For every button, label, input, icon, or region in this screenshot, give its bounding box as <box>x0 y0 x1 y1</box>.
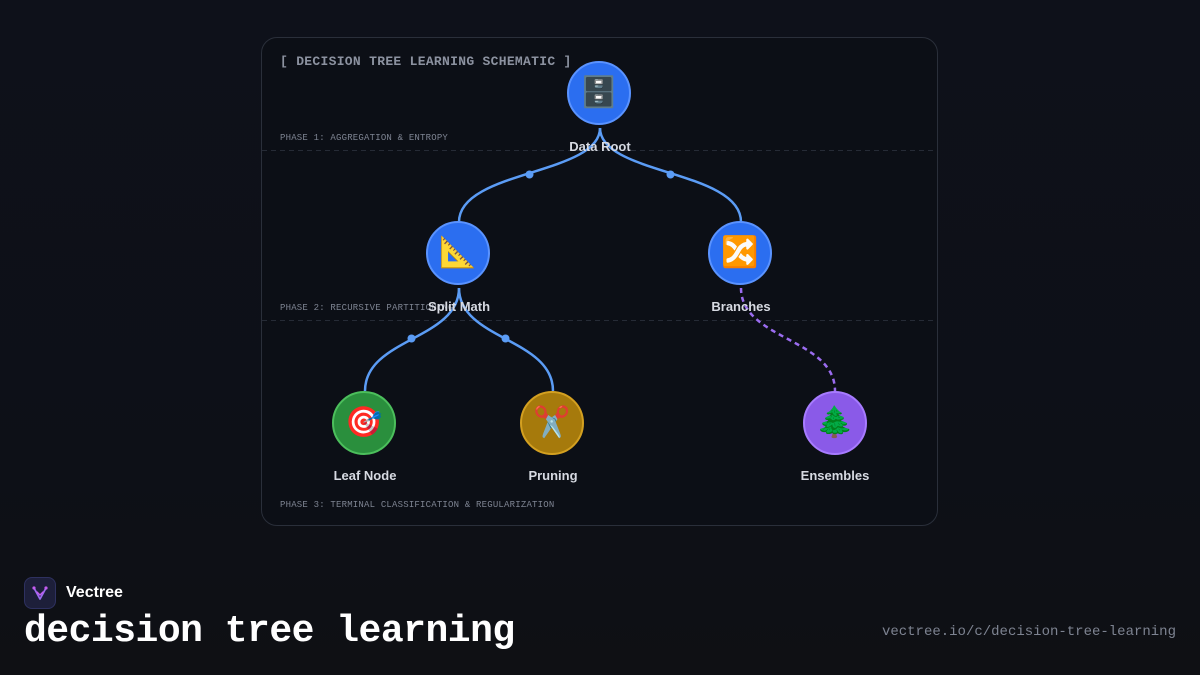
node-label-split-math: Split Math <box>427 299 491 314</box>
file-cabinet-icon: 🗄️ <box>580 76 618 109</box>
page-title: decision tree learning <box>24 610 515 653</box>
evergreen-tree-icon: 🌲 <box>816 406 854 439</box>
shuffle-arrows-icon: 🔀 <box>721 236 759 269</box>
phase-2-label: PHASE 2: RECURSIVE PARTITIONING <box>280 303 454 313</box>
brand[interactable]: Vectree <box>24 577 123 609</box>
node-split-math[interactable]: 📐 <box>426 221 490 285</box>
edge-dot <box>501 334 510 343</box>
node-leaf-node[interactable]: 🎯 <box>332 391 396 455</box>
scissors-icon: ✂️ <box>533 406 571 439</box>
phase-1-label: PHASE 1: AGGREGATION & ENTROPY <box>280 133 449 143</box>
node-label-branches: Branches <box>711 299 771 314</box>
node-data-root[interactable]: 🗄️ <box>567 61 631 125</box>
diagram-title: [ DECISION TREE LEARNING SCHEMATIC ] <box>280 54 572 69</box>
target-icon: 🎯 <box>345 406 383 439</box>
triangular-ruler-icon: 📐 <box>439 236 477 269</box>
phase-3-label: PHASE 3: TERMINAL CLASSIFICATION & REGUL… <box>280 500 555 510</box>
edge-branches-ensembles <box>739 287 837 392</box>
page-url[interactable]: vectree.io/c/decision-tree-learning <box>881 624 1176 640</box>
edge-dot <box>666 170 675 179</box>
edge-dot <box>525 170 534 179</box>
node-label-leaf-node: Leaf Node <box>333 468 397 483</box>
vectree-logo-icon <box>24 577 56 609</box>
node-pruning[interactable]: ✂️ <box>520 391 584 455</box>
edge-dot <box>407 334 416 343</box>
brand-name: Vectree <box>66 584 123 601</box>
node-ensembles[interactable]: 🌲 <box>803 391 867 455</box>
node-label-pruning: Pruning <box>528 468 578 483</box>
node-label-data-root: Data Root <box>569 139 631 154</box>
node-label-ensembles: Ensembles <box>800 468 870 483</box>
node-branches[interactable]: 🔀 <box>708 221 772 285</box>
